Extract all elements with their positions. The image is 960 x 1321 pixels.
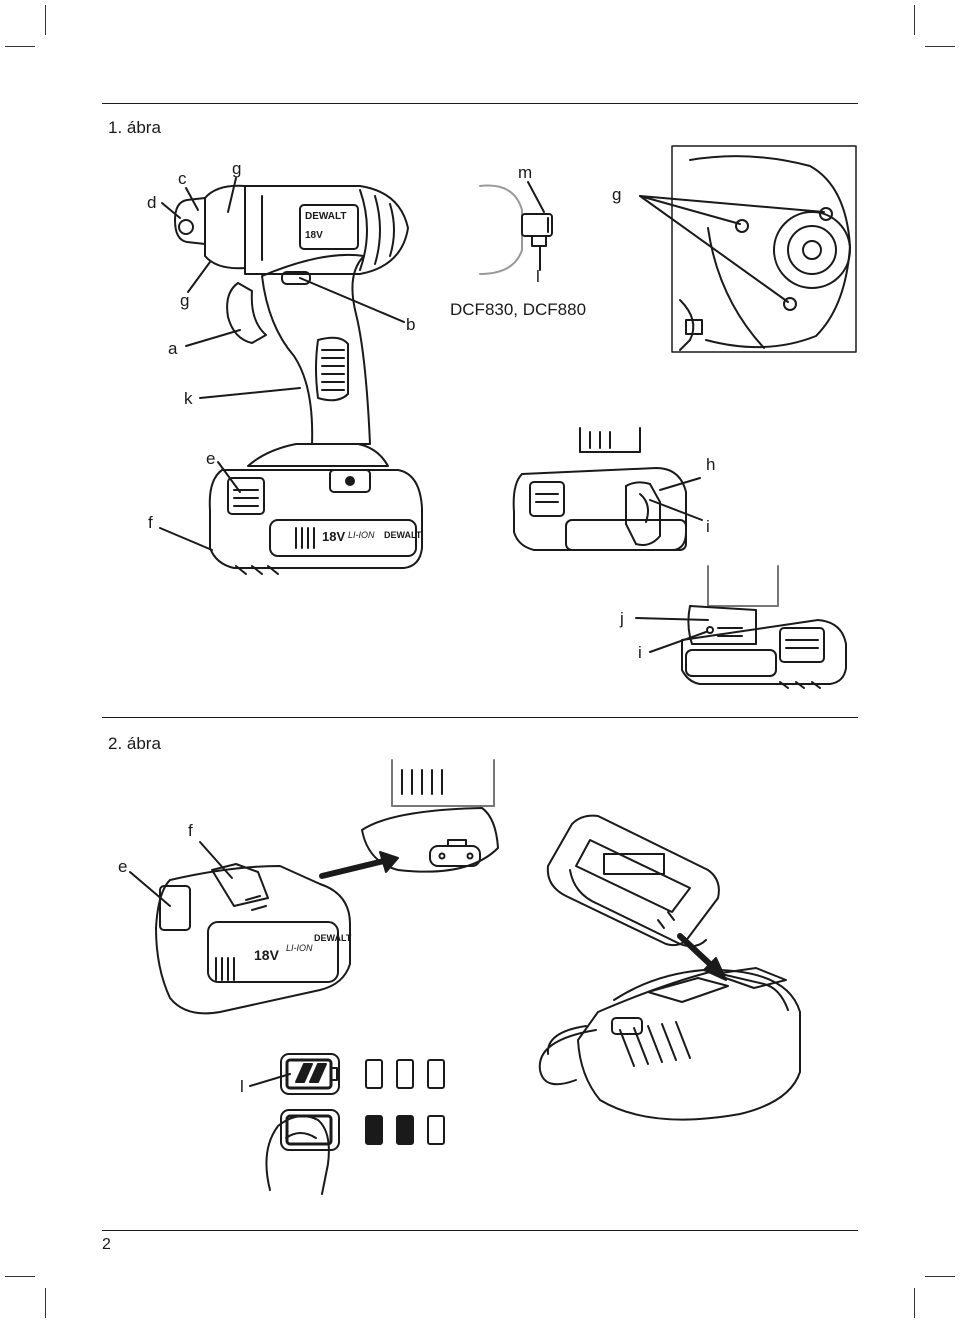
- gauge-segments-row-1: [365, 1059, 445, 1089]
- callout-g-top: g: [232, 159, 242, 178]
- gauge-segment: [365, 1115, 383, 1145]
- callout-j: j: [620, 609, 624, 628]
- callout-k: k: [184, 389, 193, 408]
- leader-i-1: [649, 499, 703, 521]
- leader-h: [659, 477, 701, 491]
- crop-mark: [914, 1288, 915, 1318]
- gauge-segment: [396, 1115, 414, 1145]
- callout-i-2: i: [638, 643, 642, 662]
- callout-f: f: [148, 513, 153, 532]
- callout-l: l: [536, 267, 540, 286]
- leader-g-inset-3: [639, 195, 789, 303]
- crop-mark: [914, 5, 915, 35]
- figure-2-title: 2. ábra: [108, 734, 161, 753]
- callout-h: h: [706, 455, 716, 474]
- leader-g-inset-2: [639, 195, 825, 213]
- callout-c: c: [178, 169, 187, 188]
- inset-frame: [671, 145, 857, 353]
- callout-l2: l: [240, 1077, 244, 1096]
- header-rule: [102, 103, 858, 104]
- loose-battery-drawing: [129, 841, 351, 1015]
- leader-i-2: [649, 631, 707, 653]
- leader-g-inset-1: [639, 195, 741, 225]
- battery-chemistry-label: LI-ION: [348, 530, 375, 540]
- battery-brand-label: DEWALT: [384, 530, 422, 540]
- crop-mark: [45, 1288, 46, 1318]
- gauge-segment: [427, 1115, 445, 1145]
- inset-head-drawing: [639, 155, 851, 351]
- leader-l2: [249, 1073, 291, 1087]
- fuel-gauge-row-2: [265, 1109, 340, 1195]
- page-number: 2: [102, 1236, 111, 1253]
- battery-on-charger-drawing: [546, 814, 720, 948]
- leader-e: [217, 461, 241, 493]
- leader-g-low: [187, 261, 211, 293]
- crop-mark: [45, 5, 46, 35]
- loose-battery-brand-label: DEWALT: [314, 933, 352, 943]
- crop-mark: [925, 46, 955, 47]
- impact-driver-drawing: [174, 184, 423, 575]
- tool-brand-label: DEWALT: [305, 211, 347, 222]
- callout-b: b: [406, 315, 416, 334]
- callout-g-low: g: [180, 291, 190, 310]
- leader-g-top: [227, 177, 237, 213]
- battery-voltage-label: 18V: [322, 529, 346, 544]
- leader-f2: [199, 841, 233, 879]
- gauge-segment: [427, 1059, 445, 1089]
- leader-m: [527, 181, 545, 213]
- leader-j: [635, 617, 709, 621]
- callout-d: d: [147, 193, 157, 212]
- charge-arrow: [677, 933, 715, 969]
- leader-a: [185, 329, 241, 347]
- leader-d: [161, 202, 181, 219]
- figure-1-title: 1. ábra: [108, 118, 161, 137]
- callout-g-inset: g: [612, 185, 622, 204]
- fuel-gauge-row-1: [249, 1053, 340, 1095]
- loose-battery-voltage-label: 18V: [254, 947, 279, 963]
- callout-f2: f: [188, 821, 193, 840]
- leader-b: [299, 277, 405, 323]
- callout-a: a: [168, 339, 178, 358]
- gauge-segment: [365, 1059, 383, 1089]
- crop-mark: [925, 1276, 955, 1277]
- leader-f: [159, 527, 213, 551]
- gauge-segments-row-2: [365, 1115, 445, 1145]
- bit-holder-drawing: [635, 565, 847, 689]
- model-label: DCF830, DCF880: [450, 300, 587, 319]
- callout-m: m: [518, 163, 533, 182]
- leader-c: [185, 187, 199, 211]
- charger-drawing: [538, 967, 801, 1121]
- belt-hook-drawing: [512, 427, 703, 551]
- loose-battery-chemistry-label: LI-ION: [286, 943, 313, 953]
- gauge-segment: [396, 1059, 414, 1089]
- chuck-detail-drawing: [479, 181, 553, 275]
- tool-voltage-label: 18V: [305, 230, 323, 241]
- leader-k: [199, 387, 301, 399]
- crop-mark: [5, 46, 35, 47]
- callout-e: e: [206, 449, 216, 468]
- leader-e2: [129, 871, 171, 907]
- footer-rule: [102, 1230, 858, 1231]
- crop-mark: [5, 1276, 35, 1277]
- insert-arrow: [319, 857, 391, 879]
- callout-i-1: i: [706, 517, 710, 536]
- callout-e2: e: [118, 857, 128, 876]
- section-rule: [102, 717, 858, 718]
